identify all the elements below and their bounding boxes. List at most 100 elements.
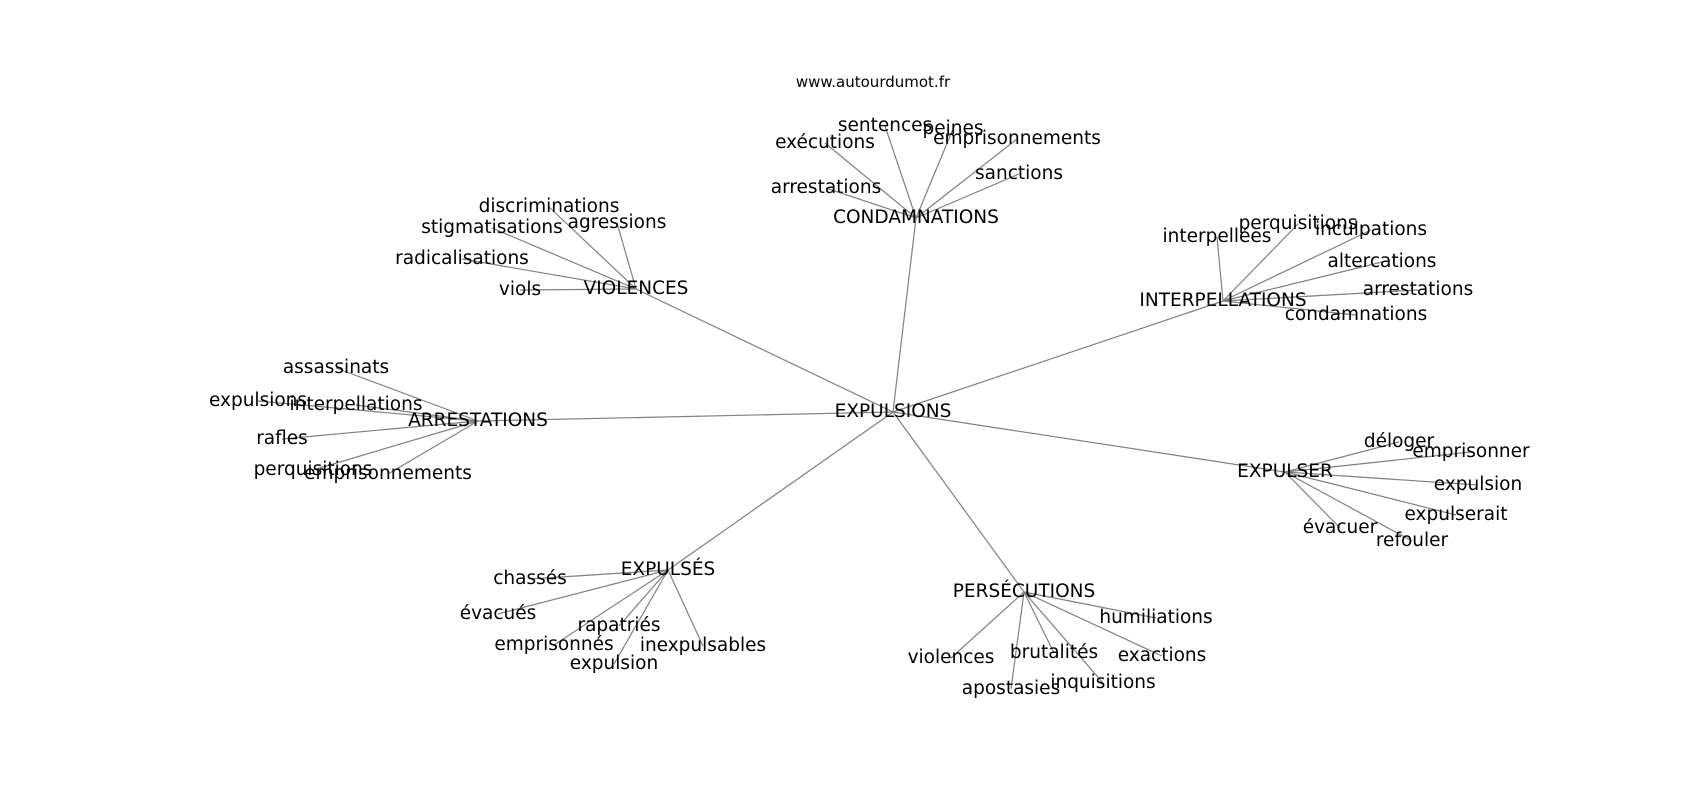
edge-condamnations-executions (824, 142, 917, 219)
edge-expulser-refouler (1284, 471, 1413, 542)
leaf-node-evacues: évacués (460, 603, 537, 624)
leaf-node-arrestations: arrestations (1363, 279, 1474, 300)
edge-arrestations-rafles (281, 420, 479, 440)
leaf-node-deloger: déloger (1364, 431, 1435, 452)
edge-expulser-expulsion (1284, 471, 1479, 486)
leaf-node-peines: peines (922, 118, 983, 139)
leaf-node-stigmatisations: stigmatisations (421, 217, 563, 238)
edge-violences-agressions (616, 222, 637, 290)
leaf-node-sentences: sentences (838, 115, 932, 136)
edge-arrestations-assassinats (335, 367, 479, 422)
leaf-node-emprisonnements: emprisonnements (304, 463, 472, 484)
root-node-expulsions: EXPULSIONS (835, 401, 952, 422)
edge-interpellations-arrestations (1222, 289, 1419, 302)
leaf-node-assassinats: assassinats (283, 357, 389, 378)
leaf-node-refouler: refouler (1376, 530, 1449, 551)
leaf-node-humiliations: humiliations (1099, 607, 1212, 628)
edge-expulses-inexpulsables (667, 569, 704, 647)
edge-condamnations-sentences (884, 125, 917, 219)
edge-persecutions-apostasies (1010, 591, 1025, 690)
edge-interpellations-altercations (1222, 261, 1383, 302)
leaf-node-agressions: agressions (568, 212, 667, 233)
hub-node-expulses: EXPULSÉS (621, 558, 716, 580)
leaf-node-evacuer: évacuer (1303, 517, 1378, 538)
edge-expulser-deloger (1284, 441, 1400, 473)
leaf-node-emprisonnes: emprisonnés (494, 634, 613, 655)
leaf-node-inculpations: inculpations (1315, 219, 1427, 240)
edge-root-condamnations (892, 217, 917, 413)
graph-edges (257, 125, 1479, 690)
leaf-node-rapatries: rapatriés (577, 615, 660, 636)
leaf-node-interpellations: interpellations (290, 394, 423, 415)
edge-expulses-emprisonnes (553, 569, 669, 646)
leaf-node-expulsions: expulsions (209, 390, 307, 411)
leaf-node-altercations: altercations (1328, 251, 1437, 272)
leaf-node-inexpulsables: inexpulsables (640, 635, 766, 656)
leaf-node-violences: violences (908, 647, 995, 668)
edge-interpellations-interpellees (1216, 236, 1224, 302)
leaf-node-condamnations: condamnations (1285, 304, 1427, 325)
edge-expulser-expulserait (1284, 471, 1457, 516)
edge-arrestations-emprisonnements (387, 420, 479, 475)
leaf-node-viols: viols (499, 279, 541, 300)
leaf-node-apostasies: apostasies (962, 678, 1060, 699)
edge-violences-stigmatisations (491, 227, 637, 290)
edge-persecutions-inquisitions (1023, 591, 1104, 684)
leaf-node-perquisitions: perquisitions (254, 459, 373, 480)
edge-persecutions-exactions (1023, 591, 1163, 657)
edge-interpellations-inculpations (1222, 229, 1372, 302)
hub-node-violences: VIOLENCES (584, 278, 689, 299)
edge-violences-discriminations (548, 206, 637, 290)
edge-interpellations-condamnations (1222, 300, 1357, 316)
edge-root-violences (635, 288, 894, 413)
edge-root-expulser (892, 411, 1286, 473)
leaf-node-expulserait: expulserait (1405, 504, 1508, 525)
edge-interpellations-perquisitions (1222, 223, 1299, 302)
edge-expulser-emprisonner (1284, 451, 1472, 473)
leaf-node-expulsion: expulsion (570, 653, 658, 674)
edge-violences-radicalisations (461, 258, 637, 290)
hub-node-persecutions: PERSÉCUTIONS (953, 580, 1096, 602)
edge-persecutions-brutalites (1023, 591, 1055, 654)
hub-node-expulser: EXPULSER (1237, 461, 1333, 482)
edge-arrestations-expulsions (257, 400, 479, 422)
edge-root-interpellations (892, 300, 1224, 413)
leaf-node-sanctions: sanctions (975, 163, 1063, 184)
edge-condamnations-peines (915, 128, 954, 219)
edge-arrestations-perquisitions (312, 420, 479, 471)
leaf-node-radicalisations: radicalisations (395, 248, 529, 269)
edge-persecutions-humiliations (1023, 591, 1157, 619)
hub-node-condamnations: CONDAMNATIONS (833, 207, 999, 228)
edge-expulses-expulsion (613, 569, 669, 665)
leaf-node-inquisitions: inquisitions (1050, 672, 1155, 693)
edge-violences-viols (519, 288, 637, 291)
leaf-node-arrestations: arrestations (771, 177, 882, 198)
leaf-node-perquisitions: perquisitions (1239, 213, 1358, 234)
edge-persecutions-violences (950, 591, 1025, 659)
edge-expulser-evacuer (1284, 471, 1341, 529)
edge-condamnations-sanctions (915, 173, 1020, 219)
edge-expulses-evacues (497, 569, 669, 615)
leaf-node-exactions: exactions (1118, 645, 1207, 666)
edge-root-arrestations (477, 411, 894, 422)
leaf-node-emprisonner: emprisonner (1412, 441, 1530, 462)
hub-node-interpellations: INTERPELLATIONS (1139, 290, 1306, 311)
leaf-node-emprisonnements: emprisonnements (933, 128, 1101, 149)
leaf-node-chasses: chassés (493, 568, 567, 589)
edge-condamnations-emprisonnements (915, 138, 1018, 219)
leaf-node-expulsion: expulsion (1434, 474, 1522, 495)
edge-root-expulses (667, 411, 894, 571)
edge-arrestations-interpellations (355, 404, 479, 422)
edge-expulses-rapatries (618, 569, 669, 627)
leaf-node-executions: exécutions (775, 132, 875, 153)
hub-node-arrestations: ARRESTATIONS (408, 410, 548, 431)
leaf-node-rafles: rafles (256, 428, 308, 449)
edge-root-persecutions (892, 411, 1025, 593)
edge-condamnations-arrestations (825, 187, 917, 219)
site-url-label: www.autourdumot.fr (796, 73, 951, 91)
leaf-node-interpellees: interpellées (1163, 226, 1272, 247)
leaf-node-discriminations: discriminations (479, 196, 620, 217)
leaf-node-brutalites: brutalités (1010, 642, 1098, 663)
